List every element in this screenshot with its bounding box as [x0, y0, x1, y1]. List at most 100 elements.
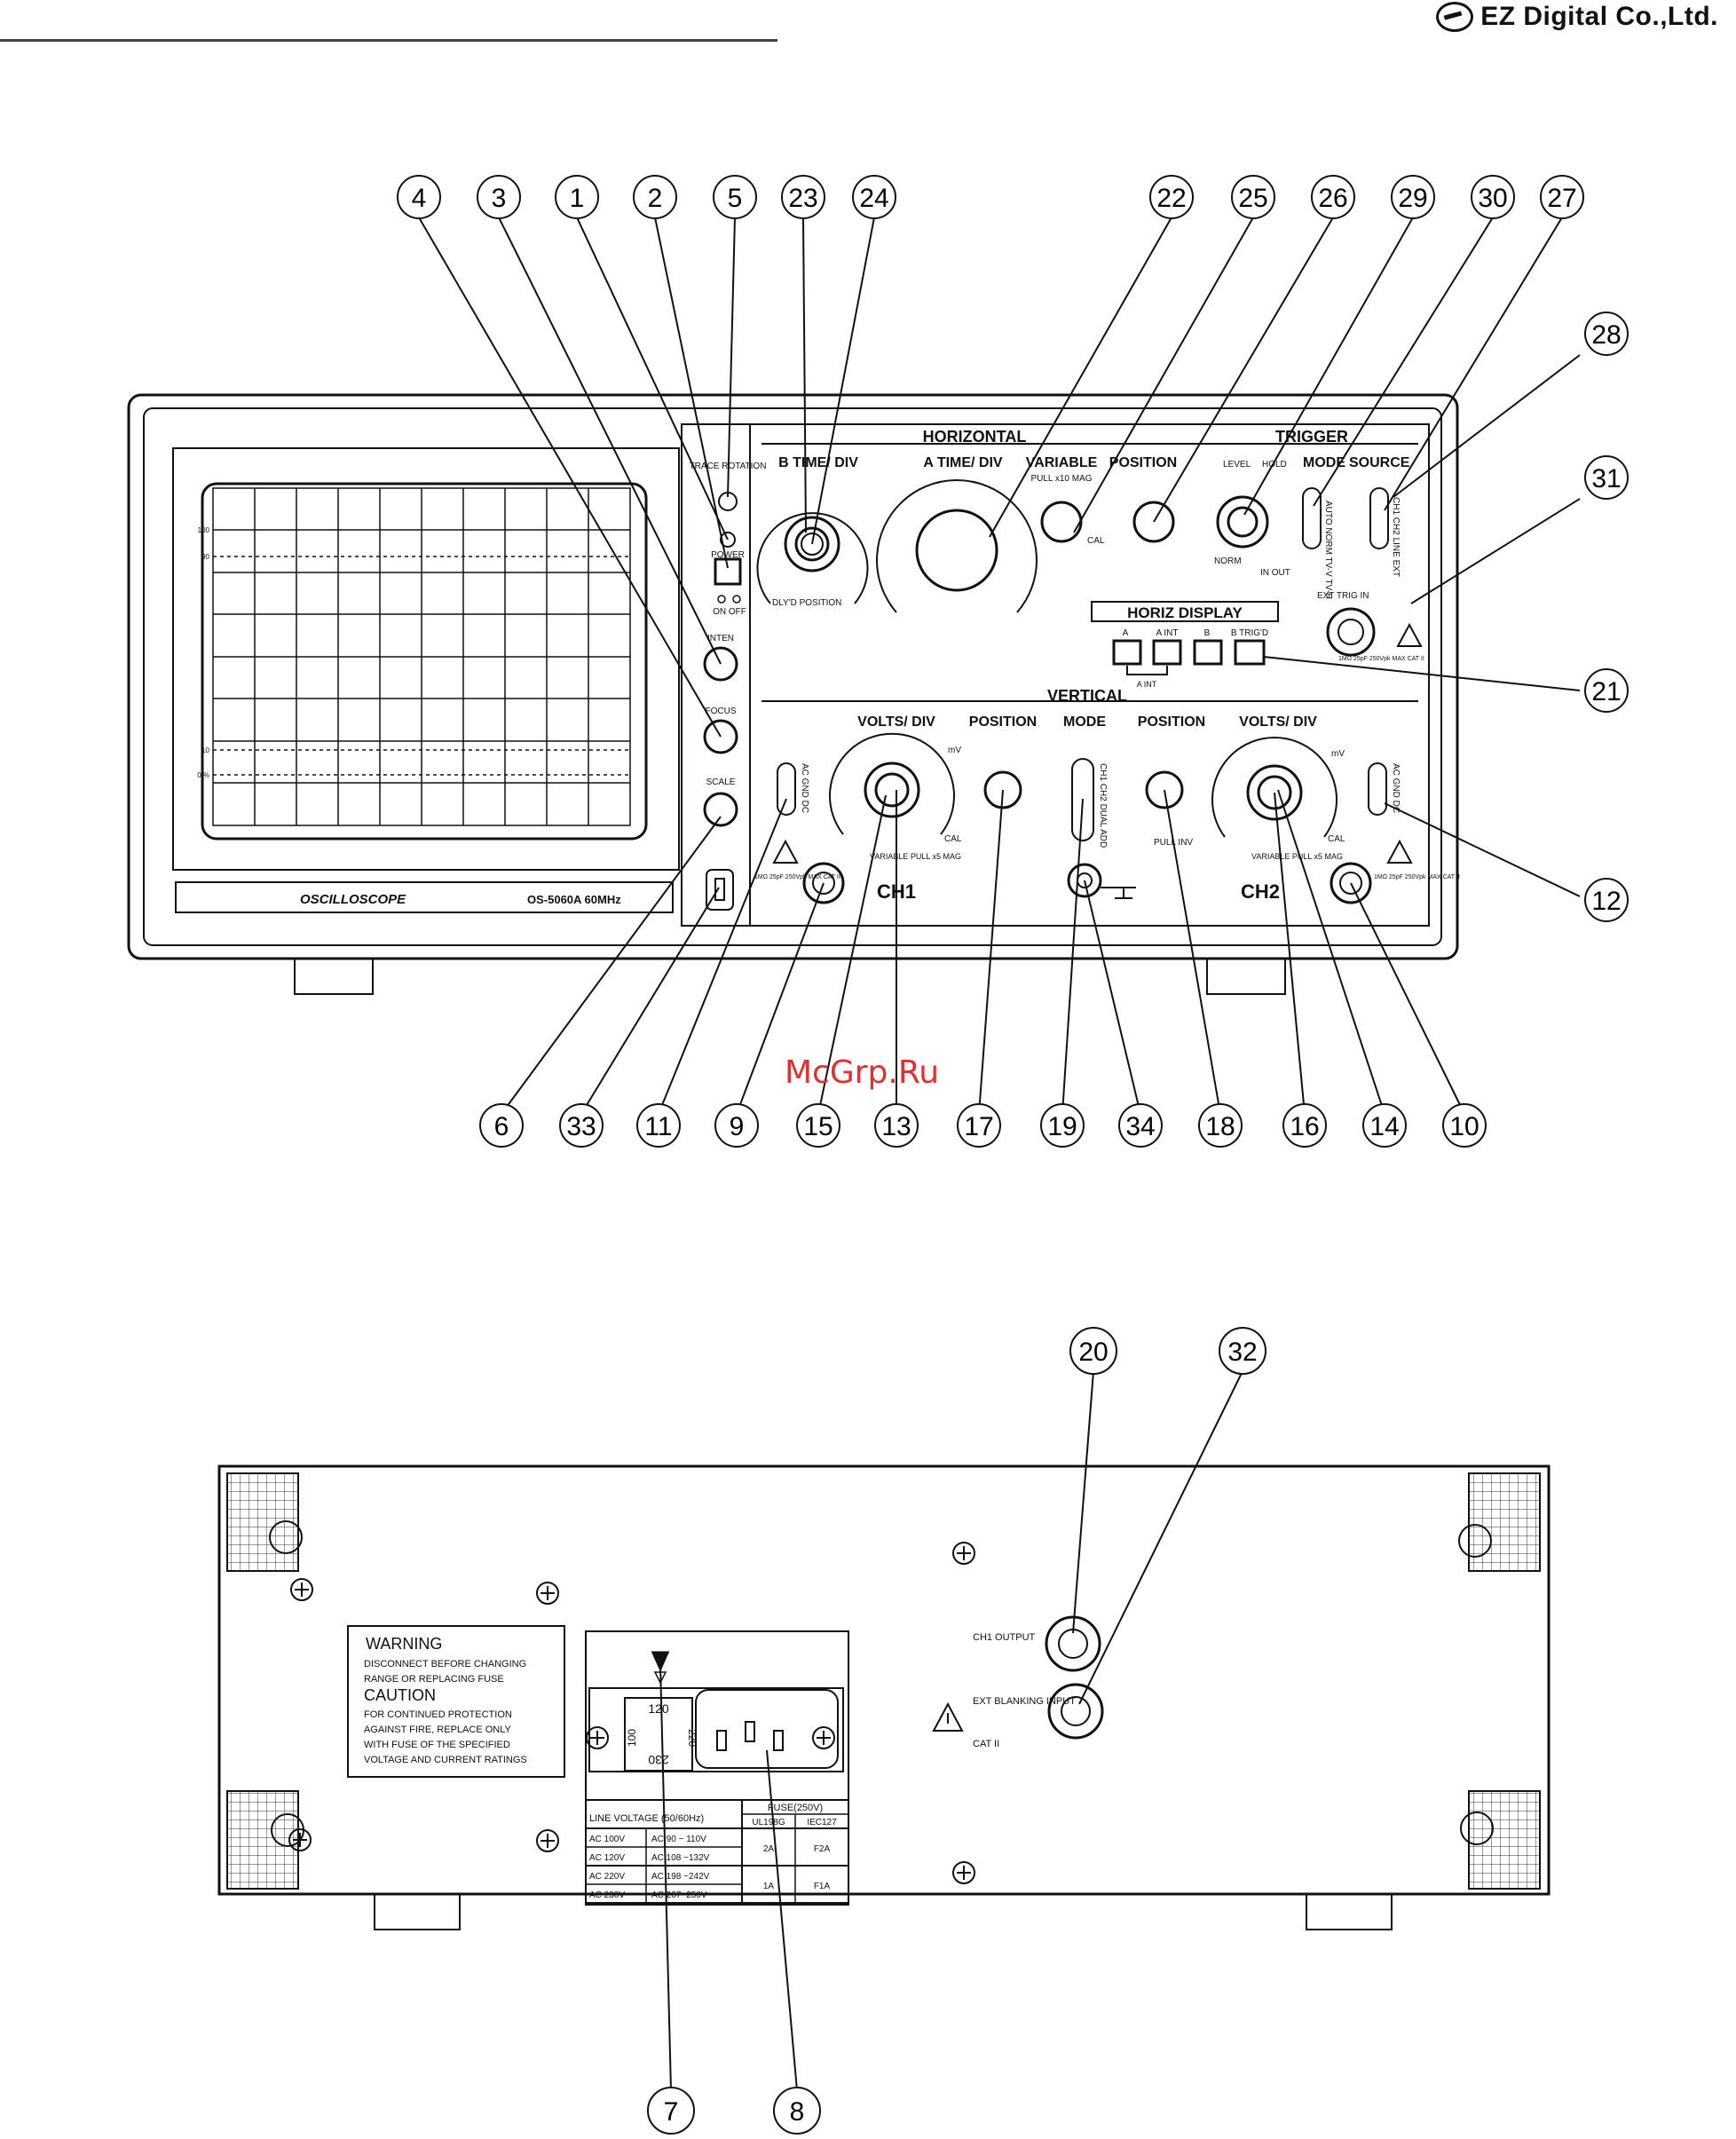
rear-left-foot — [374, 1893, 461, 1930]
voltage-selector[interactable] — [624, 1697, 693, 1772]
b-time-div-label: B TIME/ DIV — [778, 455, 858, 470]
horiz-display-title: HORIZ DISPLAY — [1127, 604, 1243, 621]
front-callouts-bottom: 6 33 11 9 15 13 17 19 34 18 16 14 10 — [479, 1103, 1487, 1148]
callout-13-label: 13 — [881, 1112, 911, 1141]
trigger-source-switch[interactable] — [1369, 487, 1389, 549]
display-a-label: A — [1123, 628, 1129, 638]
callout-22-label: 22 — [1156, 184, 1186, 213]
brand: EZ Digital Co.,Ltd. — [1436, 2, 1718, 32]
ch1-coupling-switch[interactable] — [777, 762, 796, 816]
ext-blanking-connector[interactable] — [1047, 1683, 1104, 1740]
ch1-output-connector[interactable] — [1045, 1615, 1101, 1672]
ext-blanking-label: EXT BLANKING INPUT — [973, 1696, 1076, 1707]
intensity-knob[interactable] — [703, 646, 738, 682]
screw-icon — [269, 1520, 303, 1554]
callout-30: 30 — [1471, 175, 1515, 219]
on-off-label: ON OFF — [713, 607, 746, 617]
b-time-div-knob[interactable] — [784, 516, 840, 572]
selector-120-label: 120 — [648, 1701, 669, 1716]
callout-21-label: 21 — [1591, 677, 1621, 706]
callout-17: 17 — [957, 1103, 1001, 1148]
table-header-fuse: FUSE(250V) — [768, 1803, 823, 1813]
callout-10-label: 10 — [1449, 1112, 1479, 1141]
front-left-foot — [294, 958, 374, 995]
ch2-cal-label: CAL — [1328, 834, 1345, 844]
ac-inlet[interactable] — [695, 1689, 839, 1769]
warning-text-2: RANGE OR REPLACING FUSE — [364, 1674, 504, 1685]
callout-32: 32 — [1219, 1327, 1266, 1375]
callout-31-label: 31 — [1591, 464, 1621, 493]
vertical-mode-switch[interactable] — [1071, 758, 1094, 841]
callout-17-label: 17 — [964, 1112, 993, 1141]
ext-trig-label: EXT TRIG IN — [1317, 591, 1369, 601]
table-fuse-low-iec: F2A — [814, 1844, 831, 1854]
warning-title: WARNING — [366, 1635, 442, 1653]
graticule-10-label: 10 — [201, 746, 209, 754]
callout-2-label: 2 — [648, 184, 663, 213]
callout-12-label: 12 — [1591, 887, 1621, 916]
callout-15-label: 15 — [803, 1112, 832, 1141]
display-b-button[interactable] — [1193, 639, 1223, 666]
norm-label: NORM — [1214, 556, 1242, 566]
front-right-foot — [1206, 958, 1286, 995]
horiz-display-banner — [1091, 601, 1279, 622]
focus-knob[interactable] — [703, 719, 738, 754]
ch2-coupling-switch[interactable] — [1368, 762, 1387, 816]
ch2-position-knob[interactable] — [1145, 770, 1184, 809]
ch1-input-rating: 1MΩ 25pF 250Vpk MAX CAT II — [754, 874, 840, 880]
rear-callouts: 20 32 7 8 — [647, 1327, 1266, 2135]
screw-icon — [952, 1542, 975, 1565]
ch1-position-knob[interactable] — [983, 770, 1022, 809]
callout-33-label: 33 — [566, 1112, 596, 1141]
pull-x10-mag-label: PULL x10 MAG — [1030, 474, 1092, 484]
screw-icon — [1458, 1524, 1492, 1558]
selector-100-label: 100 — [626, 1729, 638, 1747]
ch1-input-connector[interactable] — [802, 862, 845, 904]
callout-10: 10 — [1442, 1103, 1487, 1148]
caution-title: CAUTION — [364, 1686, 436, 1704]
horizontal-position-label: POSITION — [1109, 455, 1177, 470]
horizontal-position-knob[interactable] — [1132, 501, 1175, 543]
callout-4: 4 — [397, 175, 441, 219]
callout-23: 23 — [781, 175, 825, 219]
table-row-nominal: AC 220V — [589, 1872, 625, 1882]
ground-terminal[interactable] — [1067, 863, 1102, 898]
power-button[interactable] — [714, 557, 742, 586]
table-row-range: AC 198 ~242V — [651, 1872, 710, 1882]
scale-knob[interactable] — [703, 792, 738, 827]
probe-adjust-terminal[interactable] — [706, 869, 734, 911]
display-b-trigd-button[interactable] — [1234, 639, 1266, 666]
ch1-volts-div-label: VOLTS/ DIV — [857, 714, 935, 730]
callout-34-label: 34 — [1125, 1112, 1155, 1141]
cal-label: CAL — [1087, 536, 1105, 546]
callout-25: 25 — [1231, 175, 1275, 219]
callout-14: 14 — [1362, 1103, 1407, 1148]
inten-label: INTEN — [707, 634, 734, 643]
table-row-range: AC 207~250V — [651, 1890, 707, 1900]
variable-knob[interactable] — [1040, 501, 1083, 543]
ch2-input-connector[interactable] — [1330, 862, 1372, 904]
trigger-mode-switch[interactable] — [1302, 487, 1322, 549]
display-a-button[interactable] — [1112, 639, 1142, 666]
ch2-volts-div-knob[interactable] — [1246, 764, 1303, 821]
table-header-voltage: LINE VOLTAGE (50/60Hz) — [589, 1813, 704, 1824]
ext-trig-input[interactable] — [1326, 607, 1376, 657]
ch1-volts-div-knob[interactable] — [864, 762, 920, 818]
graticule-100-label: 100 — [198, 526, 210, 534]
callout-31: 31 — [1584, 455, 1629, 500]
power-indicator — [720, 532, 736, 548]
callout-28-label: 28 — [1591, 320, 1621, 350]
callout-26: 26 — [1311, 175, 1355, 219]
callout-3: 3 — [477, 175, 521, 219]
a-time-div-knob[interactable] — [915, 509, 998, 592]
screw-icon — [952, 1861, 975, 1884]
trigger-level-knob[interactable] — [1216, 495, 1269, 549]
ext-trig-warning-icon — [1396, 622, 1423, 647]
screw-icon — [288, 1828, 312, 1851]
callout-19: 19 — [1040, 1103, 1085, 1148]
ac-inlet-pin — [716, 1730, 727, 1751]
display-a-int-button[interactable] — [1152, 639, 1182, 666]
callout-22: 22 — [1149, 175, 1194, 219]
level-label: LEVEL — [1223, 460, 1251, 470]
variable-label: VARIABLE — [1026, 455, 1098, 470]
